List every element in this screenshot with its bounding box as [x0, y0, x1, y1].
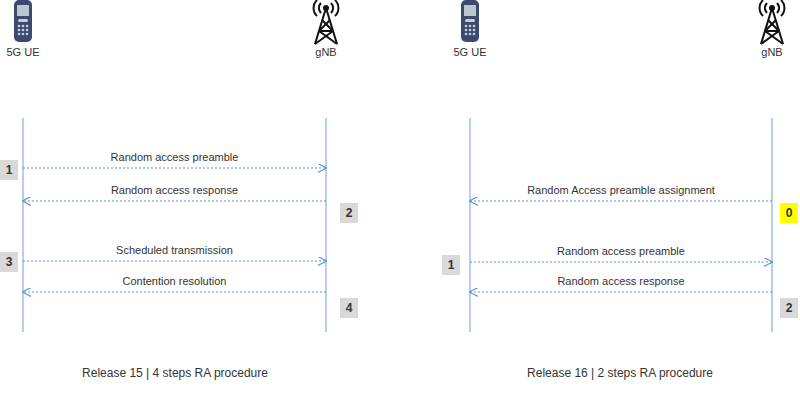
phone-keypad [465, 25, 476, 36]
caption-text: Release 15 | 4 steps RA procedure [82, 366, 268, 380]
tower-strut [319, 20, 330, 31]
phone-key [469, 25, 472, 28]
message-arrow [470, 292, 772, 293]
lifeline [23, 118, 24, 332]
antenna-tip [770, 6, 774, 10]
phone-body [14, 0, 32, 42]
phone-key [22, 33, 25, 36]
step-number-box: 2 [340, 203, 358, 223]
radio-wave [777, 3, 779, 13]
phone-key [22, 29, 25, 32]
participant-name: 5G UE [6, 46, 39, 58]
caption-text: Release 16 | 2 steps RA procedure [527, 366, 713, 380]
step-number-box: 0 [780, 203, 798, 223]
tower-strut [315, 31, 333, 44]
step-number: 2 [346, 206, 353, 220]
phone-key [465, 19, 475, 22]
message-arrow [23, 261, 326, 262]
phone-key [469, 33, 472, 36]
phone-icon [461, 0, 479, 42]
message-arrow [23, 292, 326, 293]
tower-strut [765, 20, 776, 31]
phone-key [465, 25, 468, 28]
message-label: Random Access preamble assignment [527, 184, 715, 196]
step-number-box: 2 [780, 298, 798, 318]
lifeline [326, 118, 327, 332]
radio-wave [314, 0, 317, 16]
phone-key [473, 25, 476, 28]
phone-icon [14, 0, 32, 42]
message-arrow [23, 168, 326, 169]
lifeline-participant: gNB [326, 0, 334, 335]
step-number: 3 [6, 255, 13, 269]
phone-key [18, 19, 28, 22]
message-arrow [23, 201, 326, 202]
message-label: Random access response [557, 275, 684, 287]
radio-wave [335, 0, 338, 16]
message-label: Contention resolution [123, 275, 227, 287]
step-number-box: 1 [442, 255, 460, 275]
radio-wave [765, 3, 767, 13]
tower-icon [314, 0, 339, 44]
radio-wave [319, 3, 321, 13]
message-arrow [470, 201, 772, 202]
phone-key [469, 29, 472, 32]
step-number: 0 [786, 206, 793, 220]
phone-key [26, 33, 29, 36]
message-label: Random access preamble [111, 151, 239, 163]
phone-key [473, 29, 476, 32]
phone-key [26, 29, 29, 32]
step-number-box: 3 [0, 252, 18, 272]
phone-key [18, 29, 21, 32]
phone-key [465, 33, 468, 36]
participant-name: 5G UE [453, 46, 486, 58]
message-label: Scheduled transmission [116, 244, 233, 256]
step-number: 2 [786, 301, 793, 315]
tower-icon [760, 0, 785, 44]
phone-key [465, 29, 468, 32]
radio-wave [331, 3, 333, 13]
step-number: 1 [6, 163, 13, 177]
phone-key [473, 33, 476, 36]
step-number-box: 1 [0, 160, 18, 180]
phone-screen [464, 5, 476, 16]
lifeline [470, 118, 471, 332]
tower-strut [765, 31, 783, 44]
lifeline-participant: 5G UE [462, 0, 470, 335]
lifeline-participant: gNB [772, 0, 780, 335]
lifelines [23, 118, 772, 332]
phone-key [26, 25, 29, 28]
phone-body [461, 0, 479, 42]
tower-strut [761, 31, 779, 44]
step-number: 1 [448, 258, 455, 272]
message-label: Random access preamble [557, 245, 685, 257]
phone-keypad [18, 25, 29, 36]
phone-key [22, 25, 25, 28]
step-number: 4 [346, 301, 353, 315]
lifeline [772, 118, 773, 332]
participant-name: gNB [315, 46, 336, 58]
phone-screen [17, 5, 29, 16]
step-number-box: 4 [340, 298, 358, 318]
radio-wave [760, 0, 763, 16]
phone-key [18, 33, 21, 36]
message-arrow [470, 262, 772, 263]
tower-strut [319, 31, 337, 44]
radio-wave [781, 0, 784, 16]
phone-key [18, 25, 21, 28]
message-label: Random access response [111, 184, 238, 196]
participant-name: gNB [761, 46, 782, 58]
antenna-tip [324, 6, 328, 10]
